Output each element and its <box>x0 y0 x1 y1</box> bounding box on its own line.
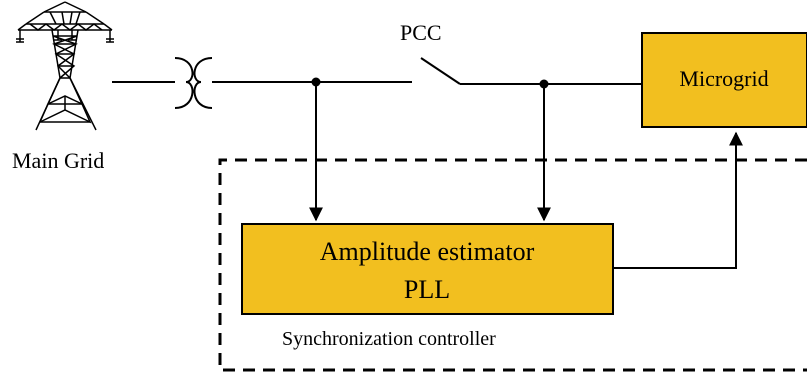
pcc-label: PCC <box>400 20 442 45</box>
amplitude-estimator-pll-block <box>241 223 614 315</box>
circuit-breaker-switch-icon <box>420 57 461 85</box>
control-signal-arrow <box>613 131 743 269</box>
microgrid-label: Microgrid <box>679 66 768 91</box>
transformer-icon <box>174 57 213 109</box>
synchronization-controller-boundary <box>218 158 807 372</box>
microgrid-block <box>641 32 807 128</box>
transmission-tower-icon <box>16 1 114 131</box>
estimator-label-line1: Amplitude estimator <box>320 237 535 266</box>
estimator-label-line2: PLL <box>404 275 450 304</box>
main-grid-label: Main Grid <box>12 148 104 173</box>
synchronization-controller-label: Synchronization controller <box>282 328 496 350</box>
